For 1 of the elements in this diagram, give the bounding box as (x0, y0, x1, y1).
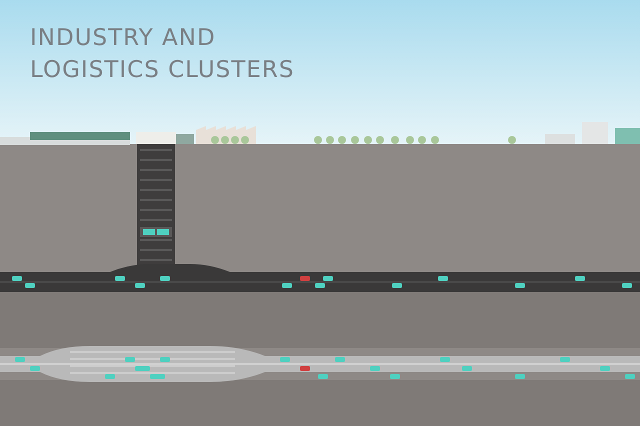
title-heading: INDUSTRY AND LOGISTICS CLUSTERS (30, 24, 296, 85)
